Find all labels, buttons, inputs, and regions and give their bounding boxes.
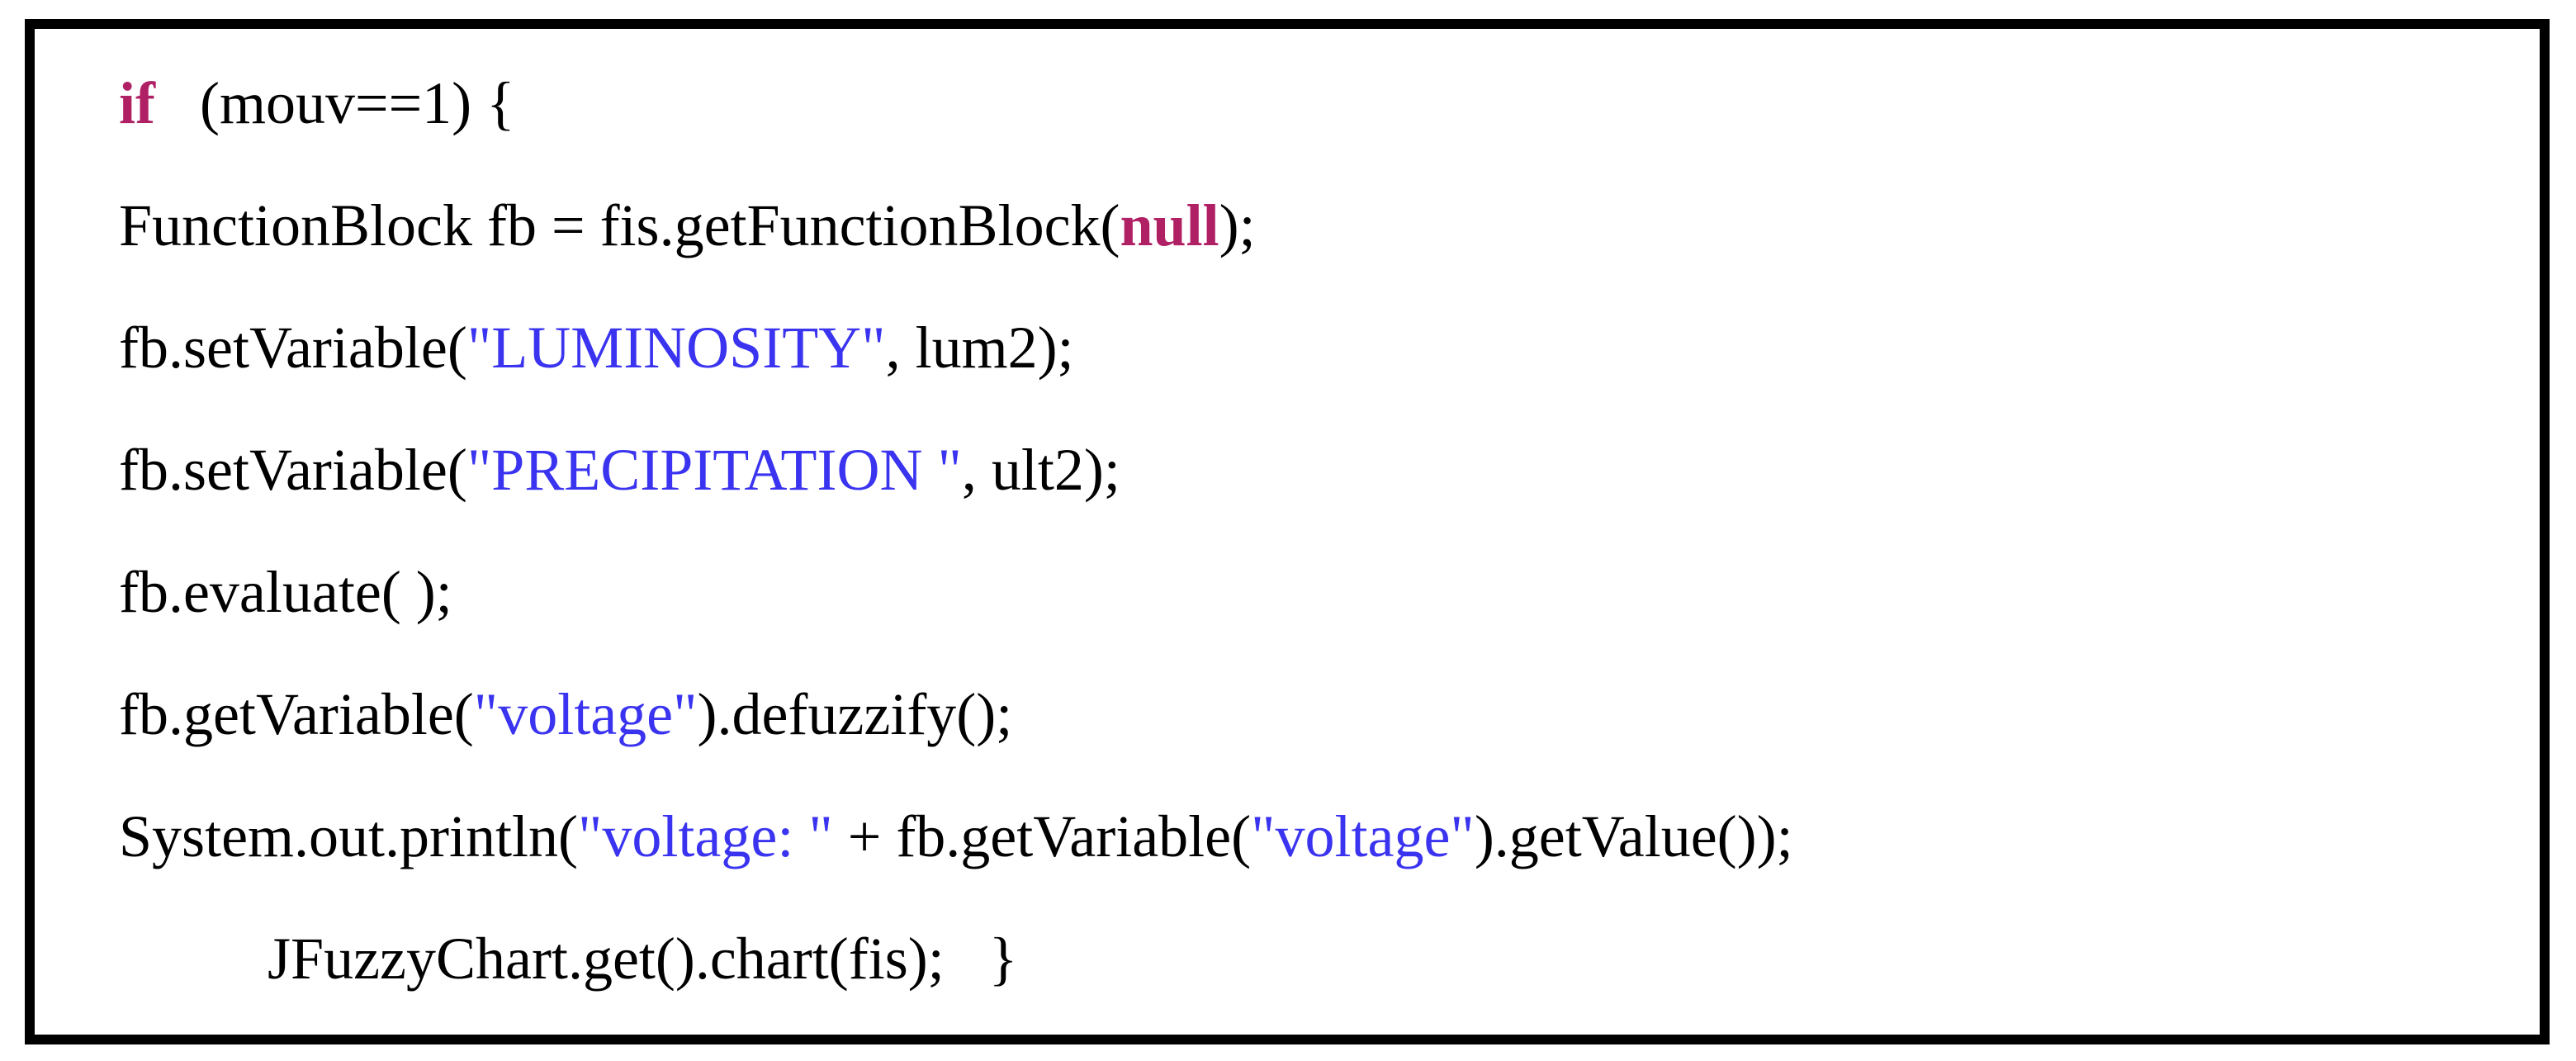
code-token-string: "LUMINOSITY"	[466, 315, 886, 381]
code-token-plain: fb.setVariable(	[119, 437, 467, 503]
code-token-plain: ).getValue());	[1474, 803, 1793, 869]
code-line: fb.evaluate( );	[119, 531, 2515, 653]
code-line: JFuzzyChart.get().chart(fis); }	[119, 898, 2515, 1020]
code-line: fb.setVariable("PRECIPITATION ", ult2);	[119, 409, 2515, 531]
code-line: if (mouv==1) {	[119, 42, 2515, 164]
code-token-plain: ).defuzzify();	[697, 681, 1013, 747]
code-listing: if (mouv==1) {FunctionBlock fb = fis.get…	[35, 29, 2540, 1020]
code-token-plain: JFuzzyChart.get().chart(fis); }	[119, 926, 1018, 992]
code-token-string: "PRECIPITATION "	[466, 437, 962, 503]
code-token-plain: (mouv==1) {	[154, 70, 515, 136]
code-token-plain: , ult2);	[961, 437, 1120, 503]
code-line: System.out.println("voltage: " + fb.getV…	[119, 775, 2515, 898]
code-token-plain: );	[1219, 192, 1256, 258]
code-token-plain: System.out.println(	[119, 803, 578, 869]
code-token-keyword: null	[1120, 192, 1219, 258]
code-token-plain: + fb.getVariable(	[832, 803, 1252, 869]
code-line: FunctionBlock fb = fis.getFunctionBlock(…	[119, 164, 2515, 287]
code-token-string: "voltage"	[1251, 803, 1475, 869]
code-line: fb.getVariable("voltage").defuzzify();	[119, 653, 2515, 775]
code-token-string: "voltage: "	[578, 803, 833, 869]
code-figure: if (mouv==1) {FunctionBlock fb = fis.get…	[25, 19, 2550, 1044]
code-token-keyword: if	[119, 70, 155, 136]
code-token-string: "voltage"	[473, 681, 698, 747]
code-token-plain: FunctionBlock fb = fis.getFunctionBlock(	[119, 192, 1120, 258]
code-line: fb.setVariable("LUMINOSITY", lum2);	[119, 287, 2515, 409]
code-token-plain: fb.evaluate( );	[119, 559, 452, 625]
code-token-plain: fb.getVariable(	[119, 681, 474, 747]
code-token-plain: fb.setVariable(	[119, 315, 467, 381]
code-token-plain: , lum2);	[885, 315, 1074, 381]
